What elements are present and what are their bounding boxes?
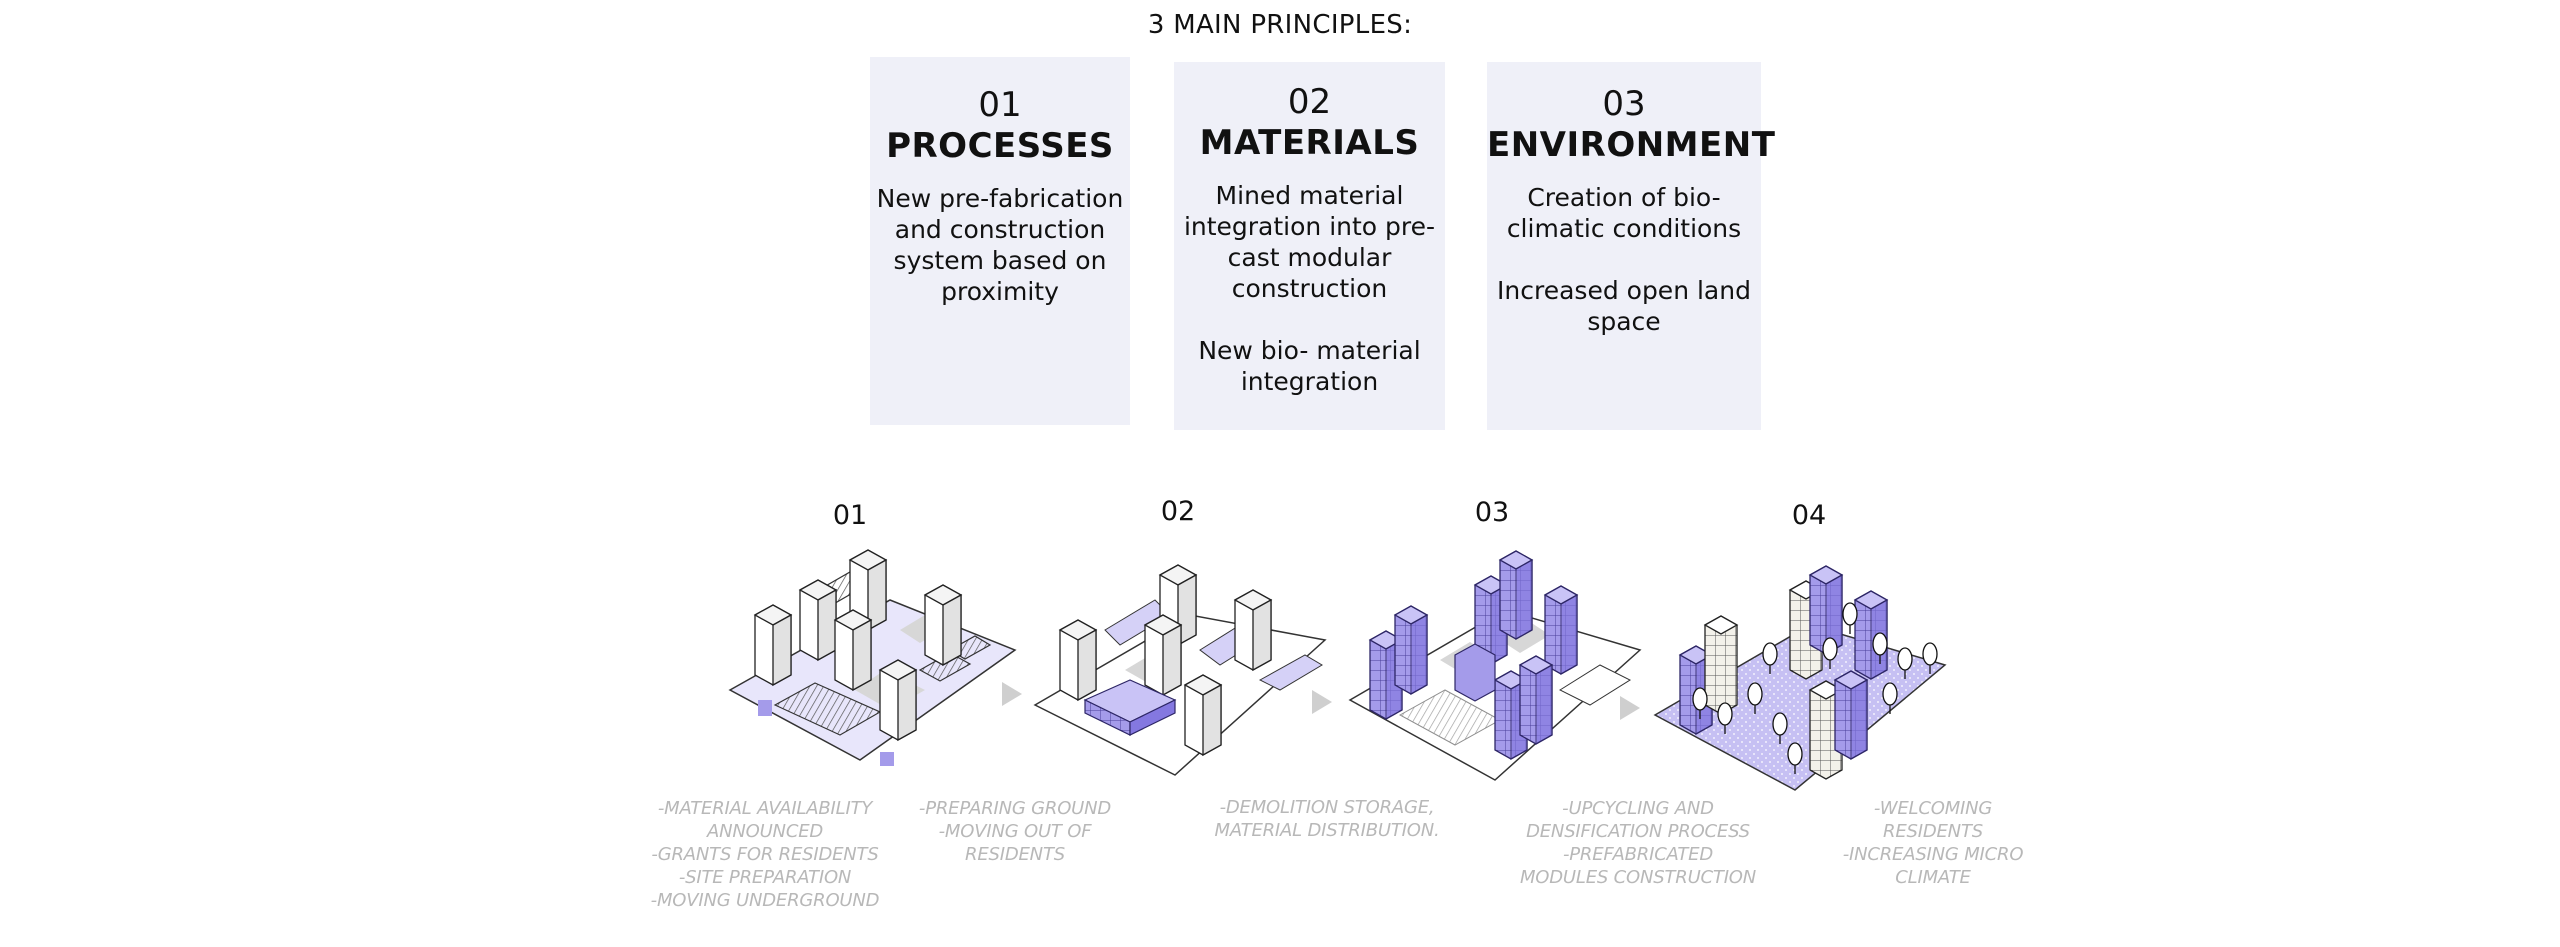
step-number-04: 04 — [1791, 500, 1827, 531]
step-arrow-3 — [1620, 696, 1640, 720]
principle-number: 01 — [978, 85, 1022, 125]
principle-description: Creation of bio-climatic conditions — [1506, 183, 1742, 243]
principle-name: ENVIRONMENT — [1487, 125, 1776, 165]
principle-card-materials: 02 MATERIALS Mined material integration … — [1174, 62, 1445, 430]
step-number-02: 02 — [1160, 496, 1196, 527]
step-04-illustration — [1653, 565, 1947, 791]
caption-step-03: -DEMOLITION STORAGE, MATERIAL DISTRIBUTI… — [1214, 797, 1440, 841]
principle-card-environment: 03 ENVIRONMENT Creation of bio-climatic … — [1487, 62, 1776, 430]
step-number-01: 01 — [832, 500, 868, 531]
caption-step-05: -WELCOMING RESIDENTS -INCREASING MICRO C… — [1842, 798, 2024, 888]
step-number-03: 03 — [1474, 497, 1510, 528]
step-02-illustration — [1033, 564, 1327, 776]
step-arrow-2 — [1312, 690, 1332, 714]
caption-step-02: -PREPARING GROUND -MOVING OUT OF RESIDEN… — [918, 798, 1112, 865]
principle-extra-description: Increased open land space — [1497, 276, 1751, 336]
step-01-illustration — [728, 549, 1017, 766]
principle-description: New pre-fabrication and construction sys… — [876, 184, 1124, 306]
principle-extra-description: New bio- material integration — [1198, 336, 1421, 396]
principle-name: PROCESSES — [886, 126, 1114, 166]
principle-name: MATERIALS — [1199, 123, 1420, 163]
step-arrow-1 — [1002, 682, 1022, 706]
caption-step-01: -MATERIAL AVAILABILITY ANNOUNCED -GRANTS… — [650, 798, 880, 911]
principle-number: 02 — [1287, 82, 1332, 122]
diagram-title: 3 MAIN PRINCIPLES: — [1147, 10, 1413, 40]
principle-card-processes: 01 PROCESSES New pre-fabrication and con… — [870, 57, 1130, 425]
step-03-illustration — [1348, 550, 1642, 781]
principle-description: Mined material integration into pre-cast… — [1183, 181, 1436, 303]
caption-step-04: -UPCYCLING AND DENSIFICATION PROCESS -PR… — [1519, 798, 1757, 888]
principle-number: 03 — [1602, 84, 1646, 124]
